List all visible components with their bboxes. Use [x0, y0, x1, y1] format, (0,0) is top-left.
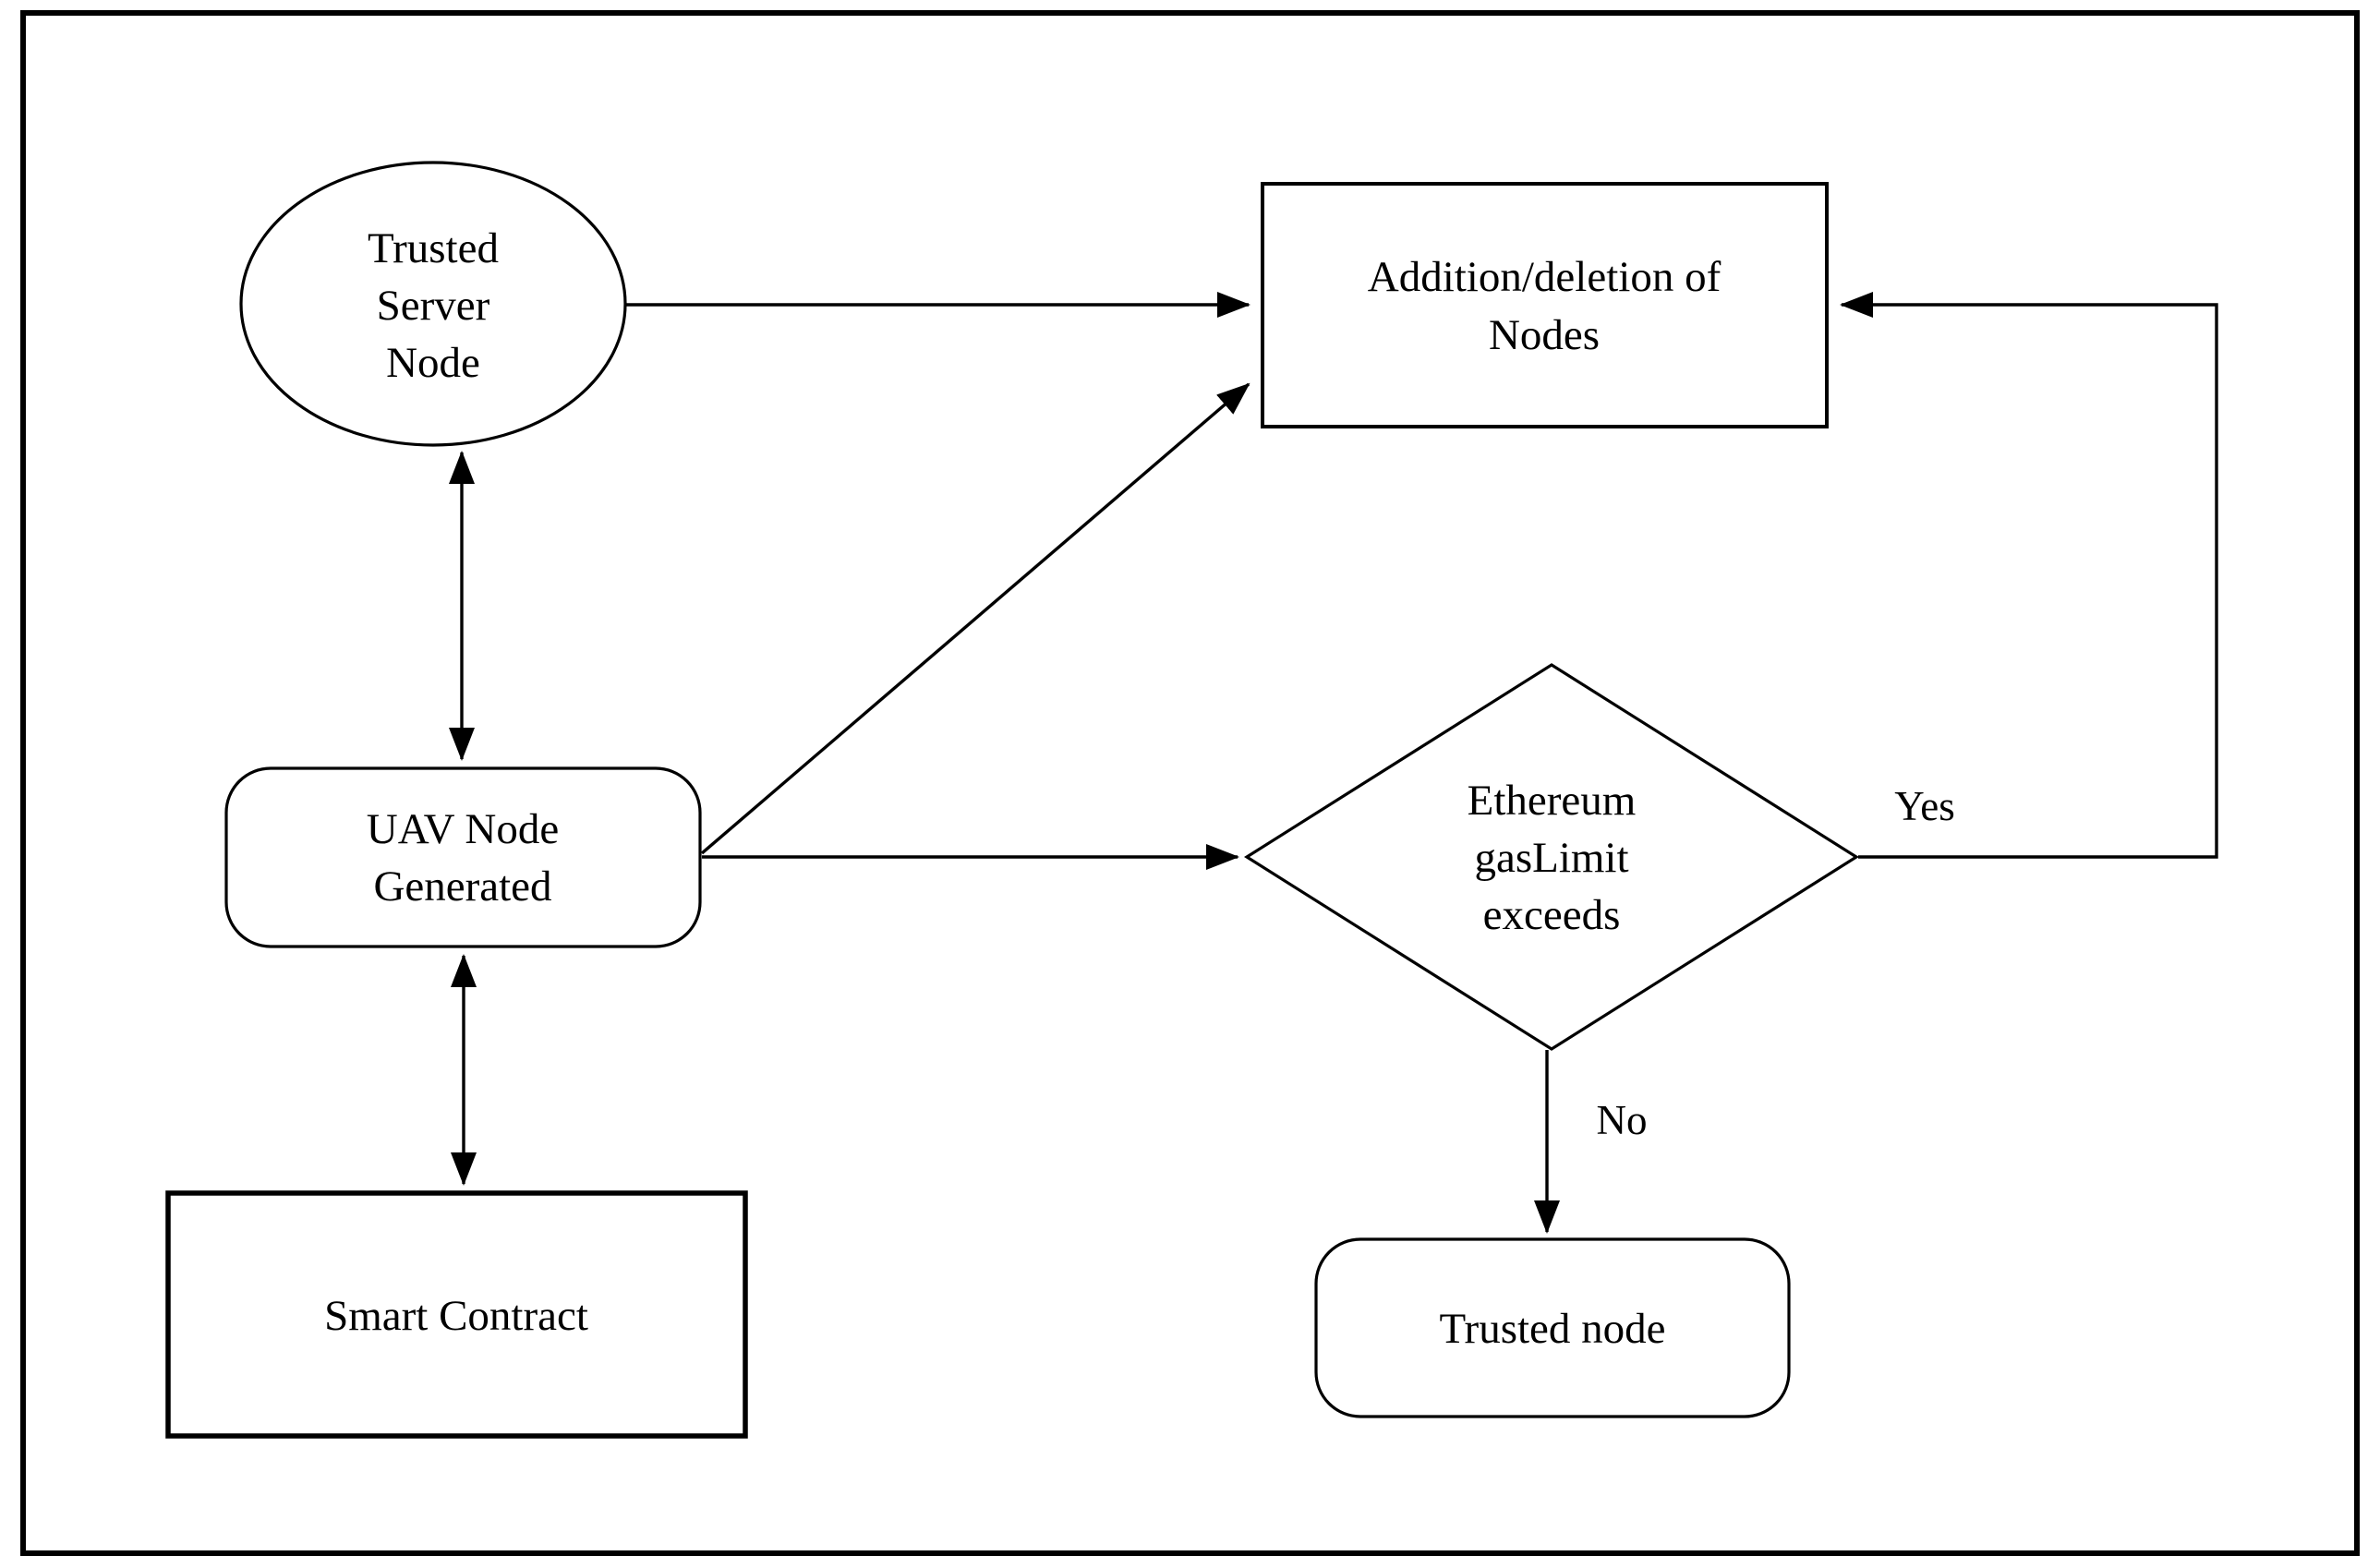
node-uav: UAV Node Generated: [224, 766, 702, 948]
trusted-server-label-line1: Trusted: [368, 224, 499, 272]
edge-gaslimit-yes-to-addition: [1840, 292, 2218, 859]
gaslimit-label-line2: gasLimit: [1474, 834, 1628, 882]
trusted-server-label-line3: Node: [386, 339, 480, 387]
trusted-server-label-line2: Server: [377, 282, 490, 330]
uav-label-line1: UAV Node: [367, 805, 559, 853]
gaslimit-label-line1: Ethereum: [1468, 777, 1637, 825]
trusted-server-ellipse: [239, 161, 627, 447]
smart-contract-box: [165, 1190, 748, 1439]
smart-contract-label: Smart Contract: [324, 1292, 588, 1340]
edge-label-no: No: [1597, 1097, 1648, 1143]
edge-label-yes: Yes: [1894, 783, 1954, 829]
trusted-node-label: Trusted node: [1439, 1305, 1665, 1353]
addition-deletion-label-line2: Nodes: [1489, 311, 1600, 359]
node-smart-contract: Smart Contract: [165, 1190, 748, 1439]
node-addition-deletion: Addition/deletion of Nodes: [1261, 182, 1829, 428]
uav-node-box: [224, 766, 702, 948]
node-trusted-server: Trusted Server Node: [239, 161, 627, 447]
addition-deletion-box: [1261, 182, 1829, 428]
ethereum-gaslimit-diamond: [1243, 663, 1860, 1051]
addition-deletion-label-line1: Addition/deletion of: [1368, 253, 1722, 301]
trusted-node-box: [1314, 1237, 1791, 1418]
node-trusted-node: Trusted node: [1314, 1237, 1791, 1418]
uav-label-line2: Generated: [373, 862, 551, 911]
edge-uav-to-addition-diagonal: [700, 382, 1250, 855]
node-ethereum-gaslimit: Ethereum gasLimit exceeds: [1243, 663, 1860, 1051]
gaslimit-label-line3: exceeds: [1483, 891, 1621, 939]
